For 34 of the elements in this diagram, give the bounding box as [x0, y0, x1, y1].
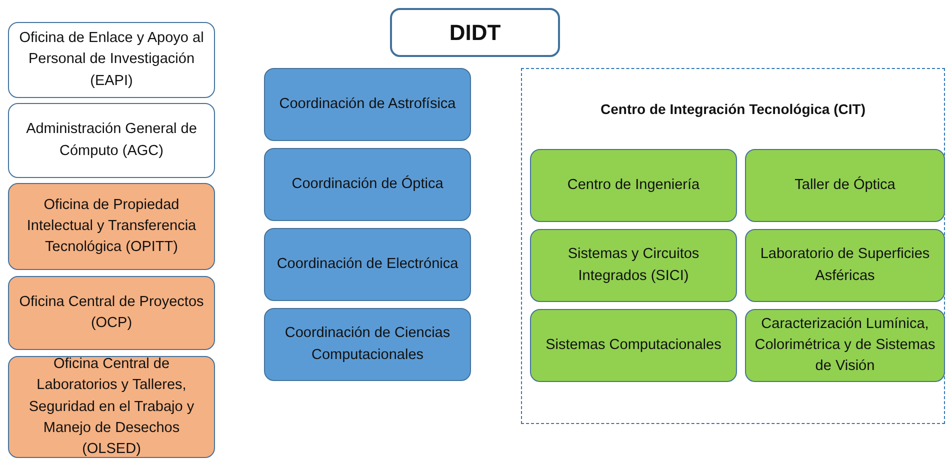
- coordination-box: [264, 68, 471, 141]
- unit-box: [745, 229, 945, 302]
- box-label: Oficina de Enlace y Apoyo al Personal de Investigación (EAPI): [18, 29, 205, 90]
- box-label: Taller de Óptica: [794, 175, 896, 195]
- office-box: [8, 22, 215, 98]
- office-box: [8, 276, 215, 350]
- box-label: Sistemas y Circuitos Integrados (SICI): [566, 245, 700, 286]
- unit-box: [530, 309, 737, 382]
- box-label: Oficina Central de Laboratorios y Talleres, Seguridad en el Trabajo y Manejo de Desechos (OLSED): [28, 355, 196, 459]
- box-label: Coordinación de Astrofísica: [279, 94, 456, 114]
- box-label: Administración General de Cómputo (AGC): [25, 120, 198, 160]
- box-label: Coordinación de Óptica: [292, 174, 444, 194]
- box-label: Oficina de Propiedad Intelectual y Transferencia Tecnológica (OPITT): [26, 196, 198, 257]
- box-label: Laboratorio de Superficies Asféricas: [759, 245, 931, 286]
- box-label: Oficina Central de Proyectos (OCP): [18, 292, 205, 333]
- office-box: [8, 103, 215, 178]
- coordination-box: [264, 148, 471, 221]
- unit-box: [745, 309, 945, 382]
- title-box: [390, 8, 560, 57]
- office-box: [8, 356, 215, 458]
- group-container: [521, 68, 945, 424]
- coordination-box: [264, 228, 471, 301]
- coordination-box: [264, 308, 471, 381]
- box-label: Coordinación de Ciencias Computacionales: [284, 324, 452, 364]
- box-label: DIDT: [449, 18, 501, 47]
- box-label: Sistemas Computacionales: [546, 336, 722, 355]
- box-label: Caracterización Lumínica, Colorimétrica y de Sistemas de Visión: [754, 314, 936, 376]
- unit-box: [745, 149, 945, 222]
- unit-box: [530, 229, 737, 302]
- group-title: Centro de Integración Tecnológica (CIT): [600, 100, 866, 119]
- unit-box: [530, 149, 737, 222]
- office-box: [8, 183, 215, 270]
- box-label: Coordinación de Electrónica: [276, 254, 458, 274]
- box-label: Centro de Ingeniería: [567, 176, 700, 195]
